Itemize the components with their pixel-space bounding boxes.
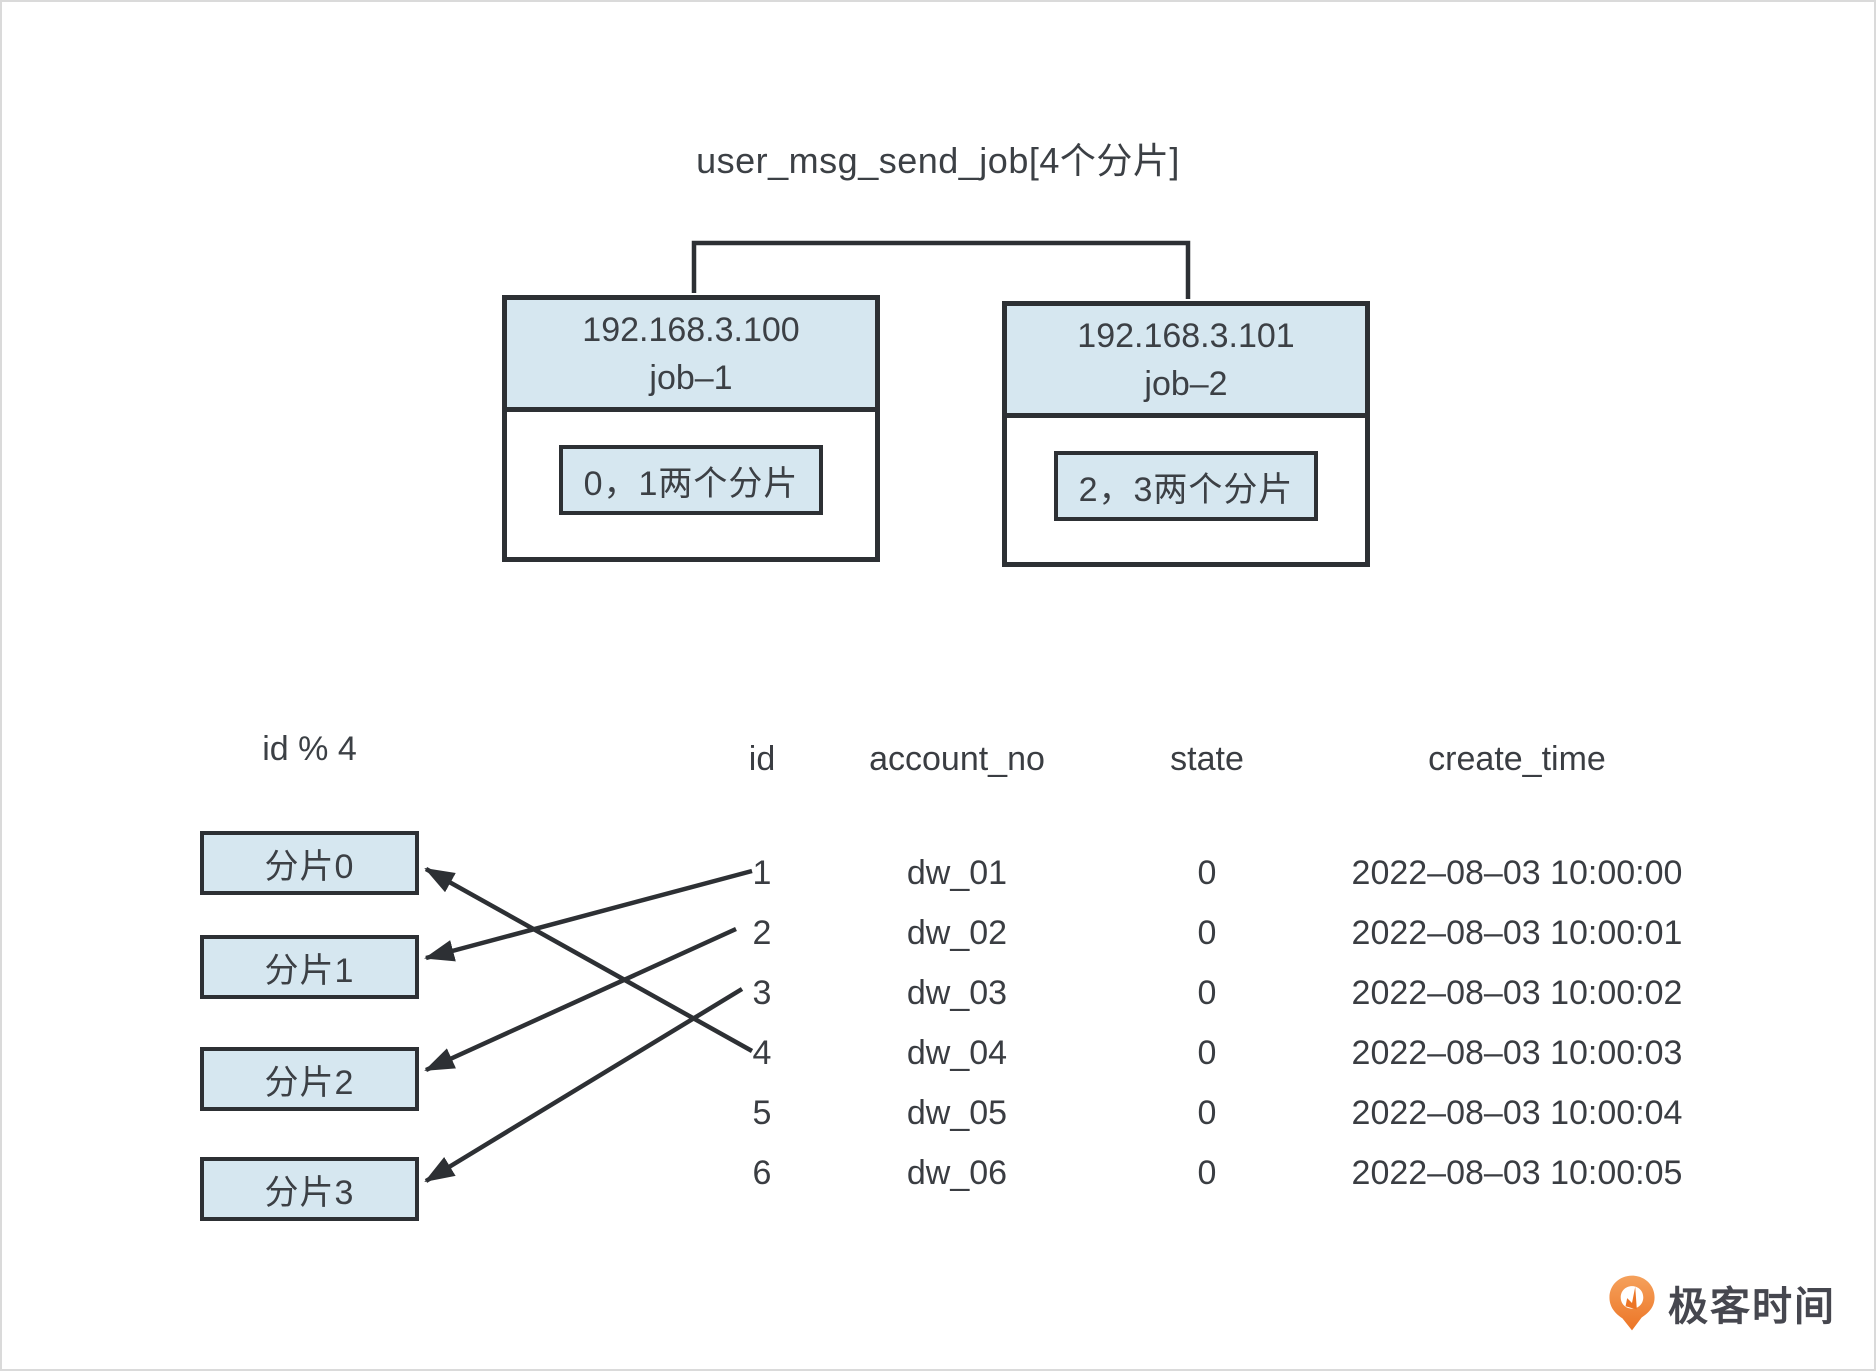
bracket-connector (691, 240, 1191, 299)
table-header: id account_no state create_time (692, 737, 1702, 781)
cell-id: 1 (752, 853, 772, 892)
diagram-title: user_msg_send_job[4个分片] (696, 140, 1180, 181)
column-header-account-no: account_no (869, 739, 1045, 778)
cell-id: 6 (752, 1153, 772, 1192)
job-node-2: 192.168.3.101 job–2 2，3两个分片 (1002, 301, 1370, 567)
job-node-2-name: job–2 (1144, 365, 1228, 403)
cell-account-no: dw_02 (906, 913, 1008, 952)
cell-id: 2 (752, 913, 772, 952)
job-node-2-ip: 192.168.3.101 (1077, 317, 1295, 355)
cell-id: 4 (752, 1033, 772, 1072)
table-row: 4 dw_04 0 2022–08–03 10:00:03 (692, 1023, 1702, 1083)
cell-account-no: dw_03 (906, 973, 1008, 1012)
cell-state: 0 (1197, 1093, 1217, 1132)
cell-account-no: dw_04 (906, 1033, 1008, 1072)
cell-account-no: dw_06 (906, 1153, 1008, 1192)
shard-box-1: 分片1 (200, 935, 419, 999)
mod-rule-label: id % 4 (262, 730, 357, 768)
table-row: 3 dw_03 0 2022–08–03 10:00:02 (692, 963, 1702, 1023)
cell-create-time: 2022–08–03 10:00:03 (1351, 1033, 1683, 1072)
column-header-create-time: create_time (1428, 739, 1606, 778)
cell-create-time: 2022–08–03 10:00:00 (1351, 853, 1683, 892)
table-row: 1 dw_01 0 2022–08–03 10:00:00 (692, 843, 1702, 903)
cell-state: 0 (1197, 853, 1217, 892)
cell-state: 0 (1197, 1153, 1217, 1192)
job-node-2-shards-label: 2，3两个分片 (1054, 451, 1318, 521)
job-node-1-header: 192.168.3.100 job–1 (507, 300, 875, 412)
job-node-1-shards-label: 0，1两个分片 (559, 445, 823, 515)
cell-create-time: 2022–08–03 10:00:04 (1351, 1093, 1683, 1132)
job-node-1-ip: 192.168.3.100 (582, 311, 800, 349)
cell-id: 3 (752, 973, 772, 1012)
cell-state: 0 (1197, 913, 1217, 952)
job-node-1-name: job–1 (649, 359, 733, 397)
shard-box-3: 分片3 (200, 1157, 419, 1221)
cell-account-no: dw_01 (906, 853, 1008, 892)
table-row: 5 dw_05 0 2022–08–03 10:00:04 (692, 1083, 1702, 1143)
cell-state: 0 (1197, 973, 1217, 1012)
cell-id: 5 (752, 1093, 772, 1132)
arrow-id2-to-shard2 (424, 926, 737, 1073)
shard-box-0: 分片0 (200, 831, 419, 895)
cell-create-time: 2022–08–03 10:00:02 (1351, 973, 1683, 1012)
column-header-state: state (1170, 739, 1244, 778)
shard-box-2: 分片2 (200, 1047, 419, 1111)
cell-create-time: 2022–08–03 10:00:01 (1351, 913, 1683, 952)
job-node-1: 192.168.3.100 job–1 0，1两个分片 (502, 295, 880, 562)
cell-state: 0 (1197, 1033, 1217, 1072)
table-row: 6 dw_06 0 2022–08–03 10:00:05 (692, 1143, 1702, 1203)
column-header-id: id (748, 739, 776, 778)
geektime-pin-icon (1609, 1275, 1655, 1331)
job-node-2-header: 192.168.3.101 job–2 (1007, 306, 1365, 418)
brand-logo: 极客时间 (1606, 1274, 1836, 1332)
cell-account-no: dw_05 (906, 1093, 1008, 1132)
brand-logo-text: 极客时间 (1668, 1285, 1836, 1329)
table-row: 2 dw_02 0 2022–08–03 10:00:01 (692, 903, 1702, 963)
cell-create-time: 2022–08–03 10:00:05 (1351, 1153, 1683, 1192)
